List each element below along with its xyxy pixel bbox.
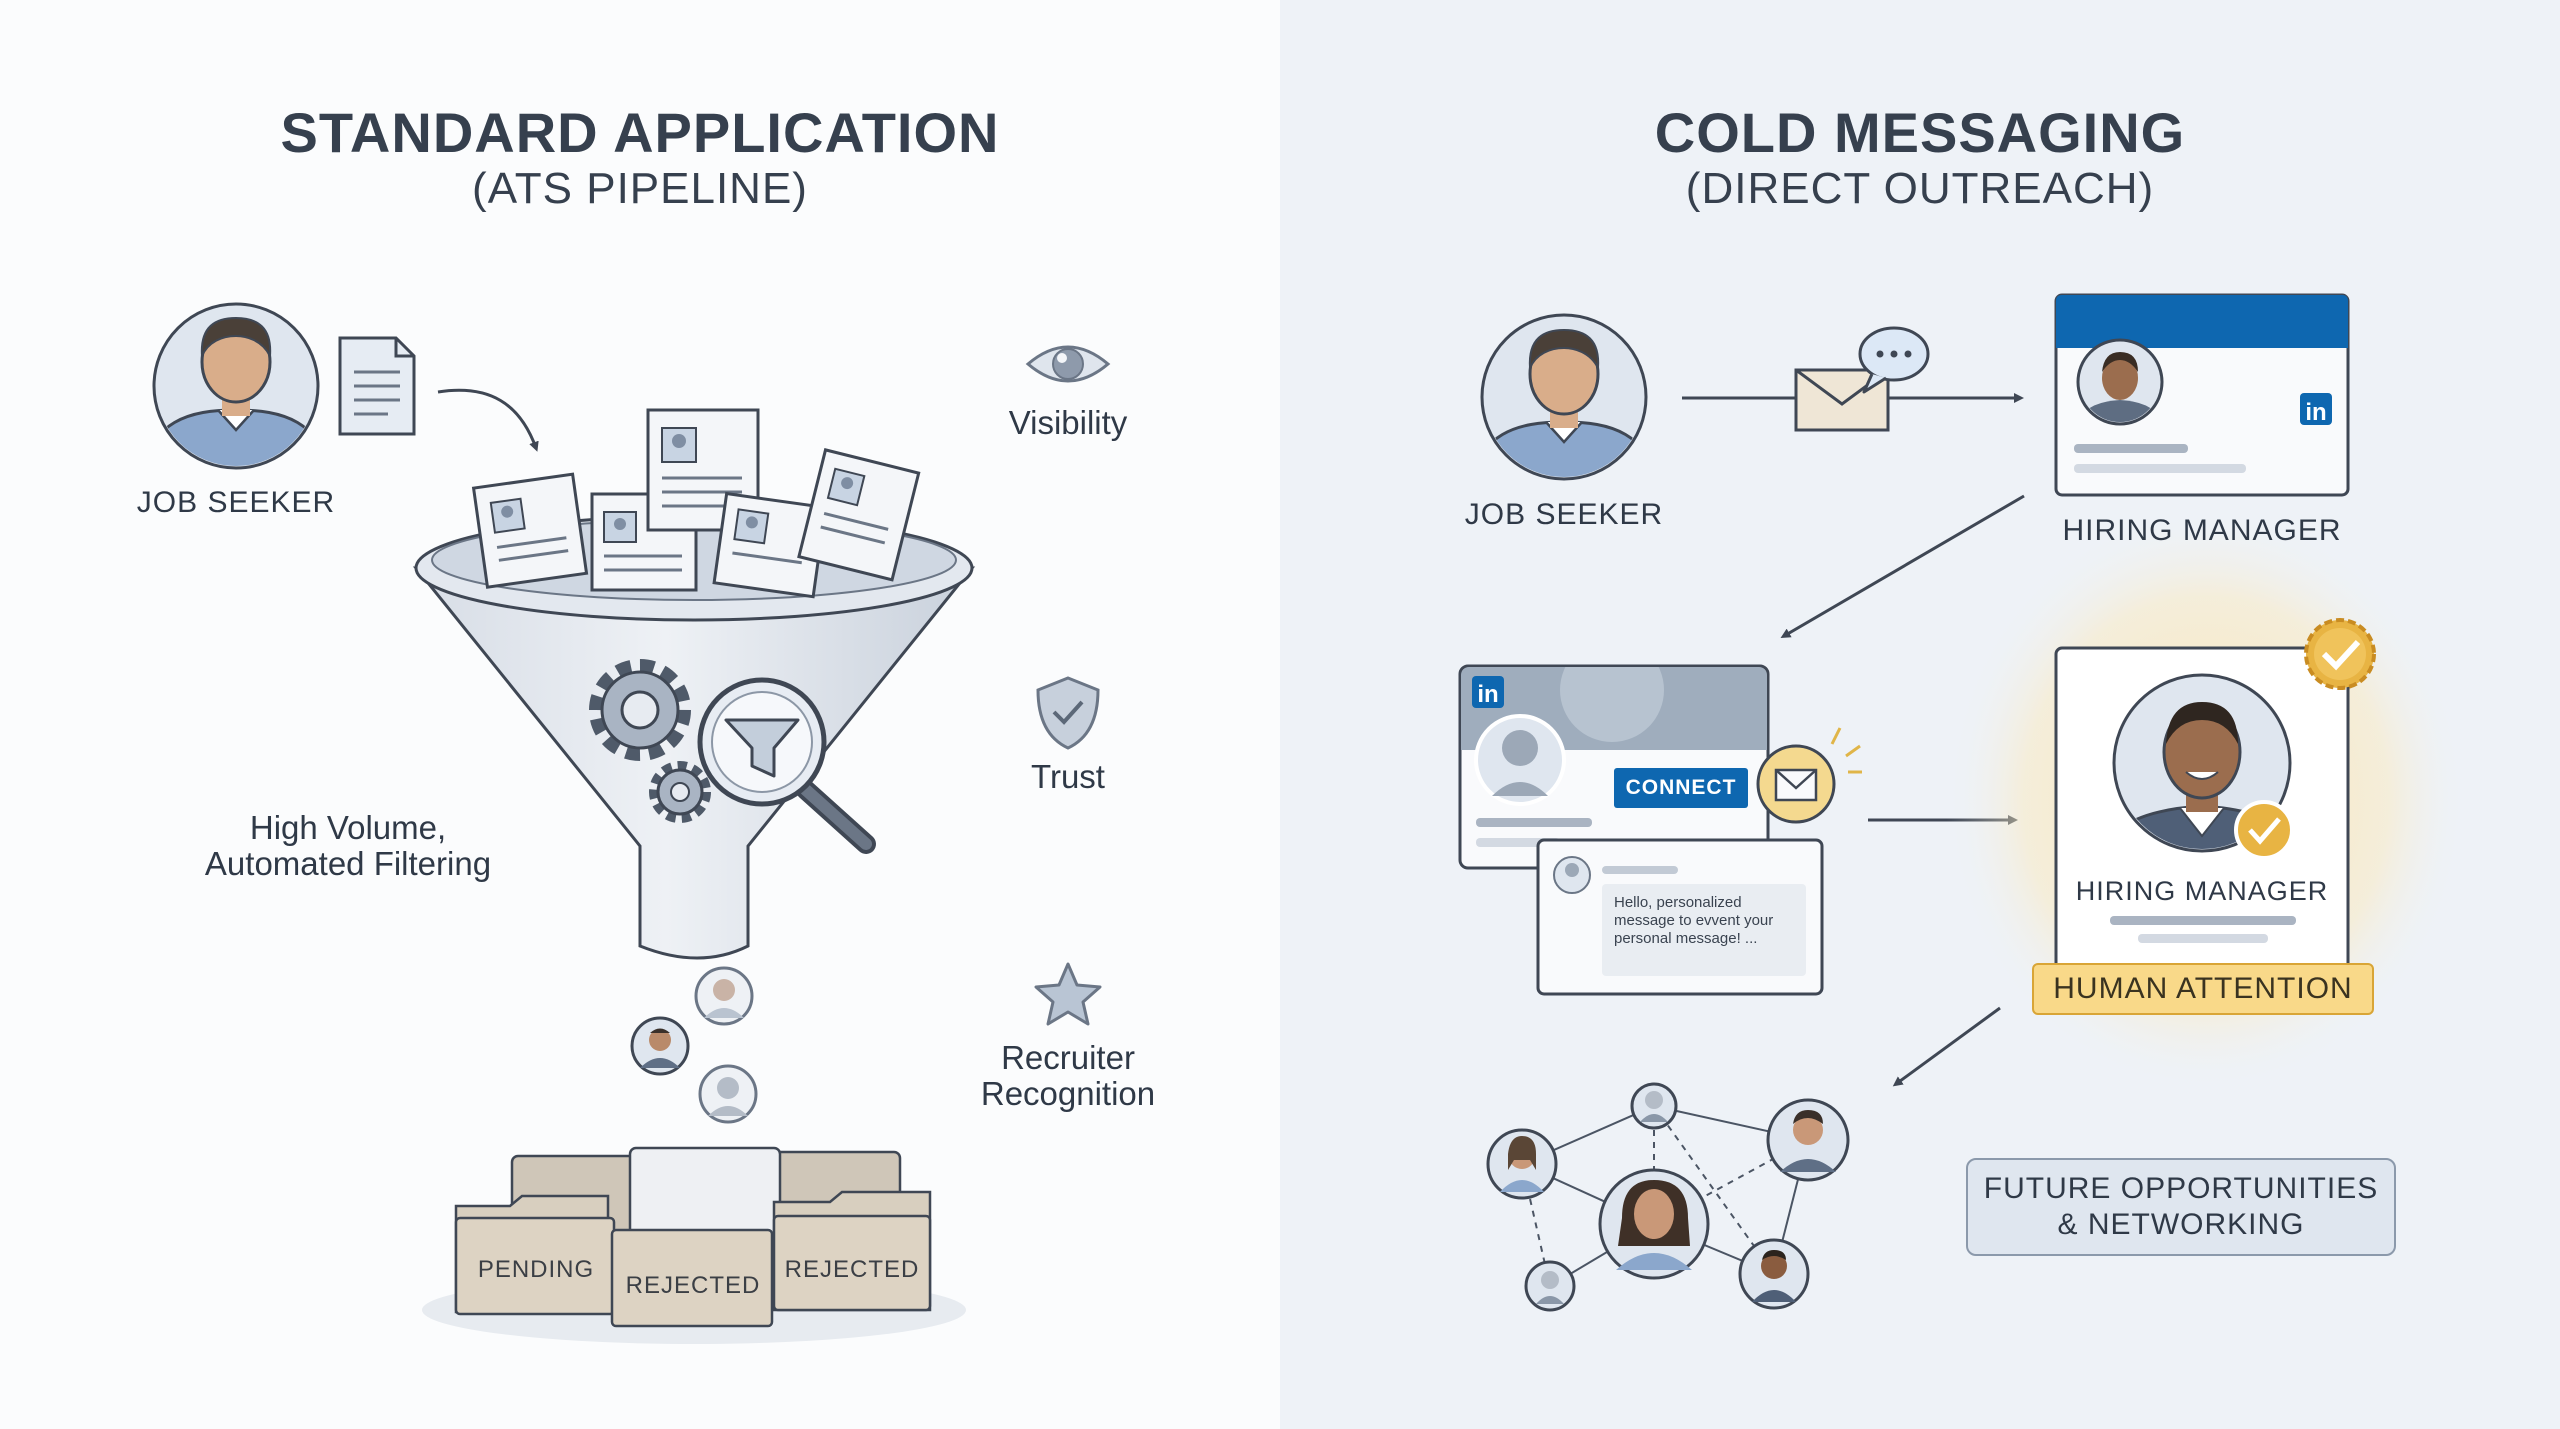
filtered-candidate-avatar-2: [630, 1016, 690, 1076]
folder-rejected-1: [610, 1228, 774, 1328]
check-badge-icon: [2234, 800, 2294, 860]
linkedin-badge-card: in: [1477, 681, 1498, 708]
human-attention-badge: HUMAN ATTENTION: [2032, 963, 2374, 1015]
resume-document-icon: [338, 336, 416, 436]
benefit-visibility-label: Visibility: [1008, 404, 1128, 441]
folder-rejected-2: [772, 1190, 932, 1312]
small-gear-icon: [649, 761, 711, 823]
highlighted-hiring-manager-card: [2054, 646, 2350, 978]
left-subtitle: (ATS PIPELINE): [472, 164, 808, 213]
network-avatar-6: [1524, 1260, 1576, 1312]
connect-button[interactable]: CONNECT: [1614, 768, 1748, 808]
star-icon: [1034, 962, 1102, 1026]
verified-seal-icon: [2304, 618, 2376, 690]
job-seeker-label: JOB SEEKER: [136, 486, 336, 519]
arrow-to-funnel: [437, 388, 539, 452]
gear-icon: [589, 659, 691, 761]
arrow-to-network: [1892, 1006, 2001, 1087]
shield-check-icon: [1036, 676, 1100, 750]
folder-pending: [454, 1194, 616, 1316]
personalized-message-text: Hello, personalized message to evvent yo…: [1614, 894, 1774, 947]
network-avatar-2: [1630, 1082, 1678, 1130]
right-subtitle: (DIRECT OUTREACH): [1685, 164, 2155, 213]
hiring-manager-card-label: HIRING MANAGER: [2075, 876, 2329, 906]
folder-pile: [422, 1146, 966, 1344]
chat-bubble-icon: [1858, 326, 1930, 394]
benefit-recruiter-recognition-label: Recruiter Recognition: [980, 1039, 1156, 1113]
folder-rejected-label-2: REJECTED: [784, 1256, 920, 1283]
linkedin-connect-card: [1458, 664, 1770, 870]
future-opportunities-line1: FUTURE OPPORTUNITIES: [1983, 1172, 2379, 1205]
personalized-message-window: [1536, 838, 1824, 996]
filtered-candidate-avatar-3: [698, 1064, 758, 1124]
folder-pending-label: PENDING: [477, 1256, 595, 1283]
hiring-manager-label: HIRING MANAGER: [2062, 514, 2342, 547]
job-seeker-avatar: [152, 302, 320, 470]
job-seeker-outreach-label: JOB SEEKER: [1464, 498, 1664, 531]
message-notification-icon: [1756, 727, 1862, 824]
arrow-to-connect-card: [1780, 494, 2025, 639]
network-avatar-1: [1486, 1128, 1558, 1200]
job-seeker-avatar-outreach: [1480, 313, 1648, 481]
professional-network: [1486, 1082, 1850, 1312]
hiring-manager-profile-card: [2054, 293, 2350, 497]
filtered-candidate-avatar-1: [694, 966, 754, 1026]
eye-icon: [1025, 345, 1111, 383]
right-title: COLD MESSAGING: [1654, 101, 2186, 164]
network-avatar-5: [1738, 1238, 1810, 1310]
magnifier-filter-icon: [697, 677, 876, 854]
benefit-trust-label: Trust: [1031, 758, 1105, 795]
network-avatar-3: [1598, 1168, 1710, 1280]
network-avatar-4: [1766, 1098, 1850, 1182]
future-opportunities-line2: & NETWORKING: [2057, 1208, 2305, 1241]
left-title: STANDARD APPLICATION: [280, 101, 1000, 164]
linkedin-badge-top: in: [2305, 399, 2326, 426]
filter-description-label: High Volume, Automated Filtering: [204, 809, 492, 883]
folder-rejected-label-1: REJECTED: [625, 1272, 761, 1299]
resume-stack: [471, 408, 921, 599]
future-opportunities-box: FUTURE OPPORTUNITIES & NETWORKING: [1966, 1158, 2396, 1256]
